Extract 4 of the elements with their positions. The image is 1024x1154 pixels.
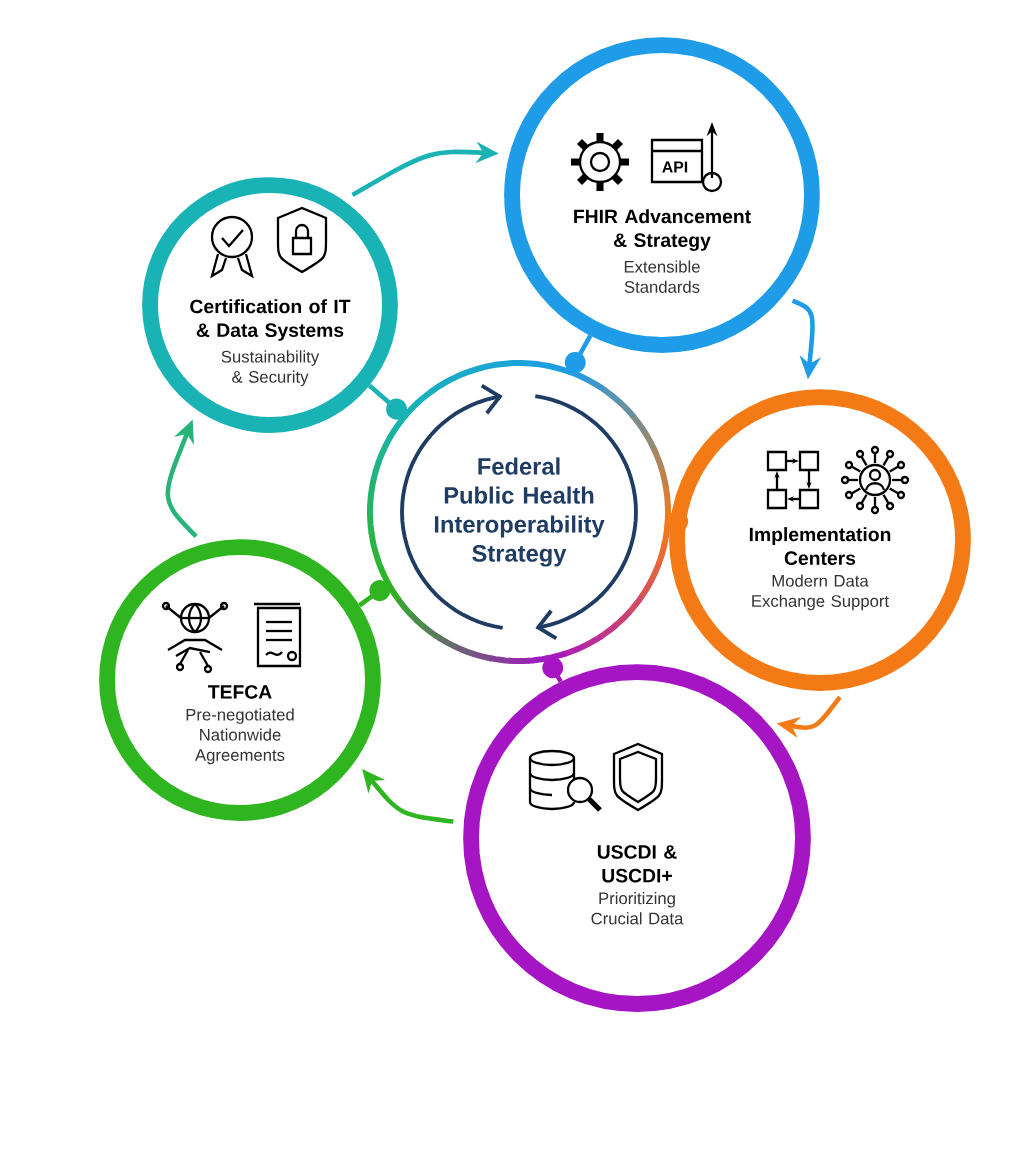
connector: [542, 657, 564, 683]
connector: [564, 334, 593, 374]
connector: [358, 580, 391, 608]
connector: [367, 383, 408, 420]
